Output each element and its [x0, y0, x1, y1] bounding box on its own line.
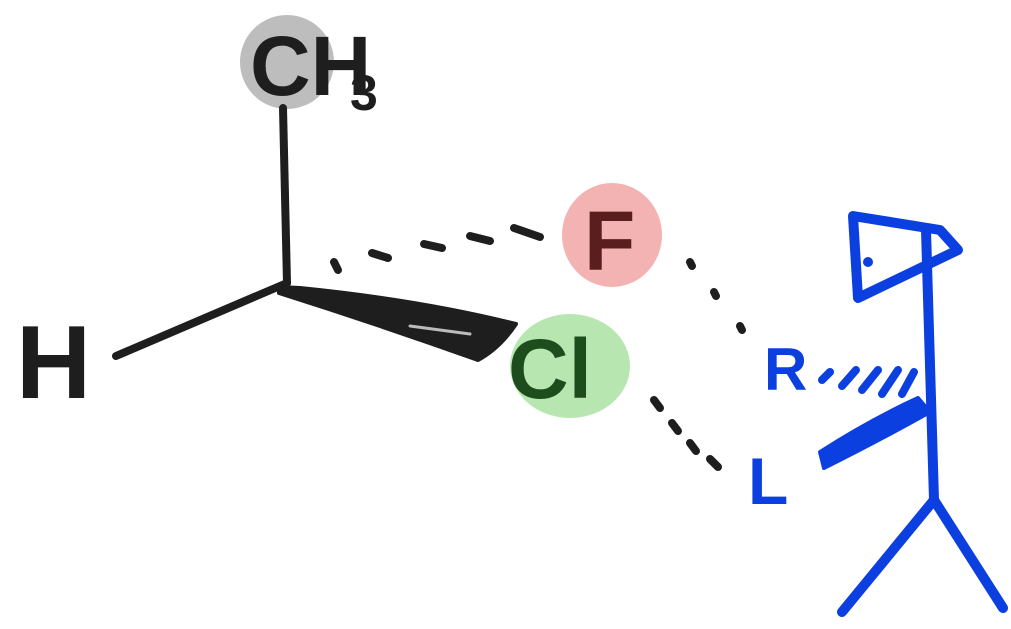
f-label: F — [584, 194, 635, 288]
dashed-bond-to-f — [330, 224, 544, 274]
ch3-subscript: 3 — [350, 65, 378, 121]
wedge-highlight-stroke — [408, 324, 472, 336]
sight-dot — [736, 322, 746, 334]
ch3-highlight — [240, 15, 334, 109]
sight-dot — [668, 419, 682, 435]
observer-body — [921, 225, 939, 505]
observer-right-leg — [929, 495, 1008, 613]
bond-to-ch3 — [279, 104, 291, 287]
observer-head — [848, 211, 963, 303]
left-label: L — [748, 444, 788, 518]
observer-wedge-arm — [818, 396, 932, 470]
cl-label: Cl — [508, 322, 592, 416]
sight-dot — [710, 288, 720, 300]
f-highlight — [562, 183, 662, 287]
sight-dot — [686, 258, 696, 270]
ch3-label: CH — [250, 19, 371, 113]
observer-left-leg — [837, 495, 939, 617]
observer-eye-icon — [863, 257, 873, 267]
observer-figure — [837, 211, 1008, 617]
right-label: R — [764, 336, 807, 403]
sight-dot — [686, 439, 700, 455]
sight-lines — [650, 258, 746, 471]
bond-to-h — [112, 279, 291, 360]
molecule-bonds — [112, 104, 544, 360]
h-label: H — [16, 305, 91, 421]
sight-dot — [650, 396, 664, 412]
cl-highlight — [510, 314, 630, 418]
wedge-bond-to-cl — [277, 285, 518, 362]
sight-dot — [706, 455, 722, 471]
observer-hashed-arm — [818, 366, 918, 398]
